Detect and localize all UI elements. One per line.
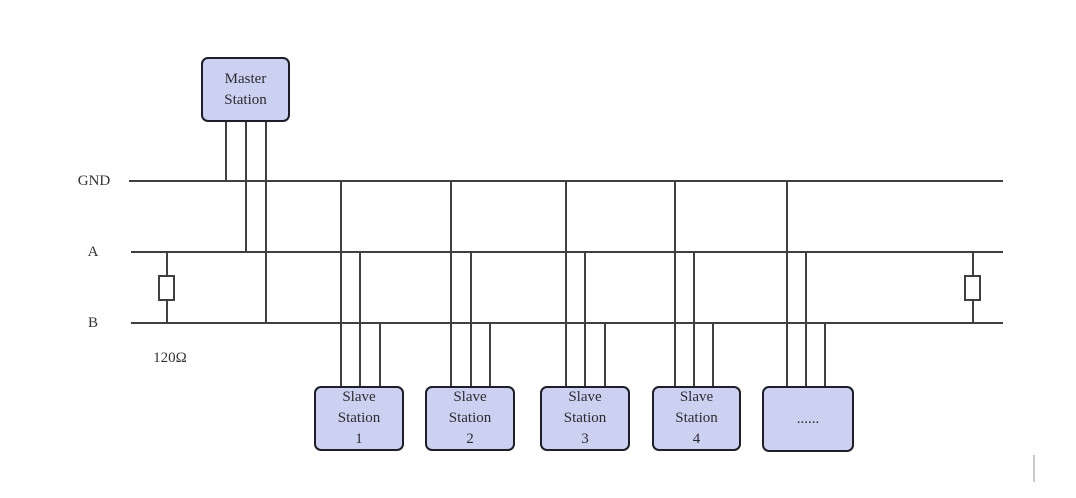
slave1-gnd-pin-wire — [340, 181, 342, 386]
slave-more-a-pin-wire — [805, 252, 807, 386]
a-bus-label: A — [87, 244, 99, 260]
slave1-b-pin-wire — [379, 323, 381, 386]
slave1-a-pin-wire — [359, 252, 361, 386]
right-termination-resistor — [964, 275, 981, 301]
slave2-gnd-pin-wire — [450, 181, 452, 386]
master-gnd-pin-wire — [225, 120, 227, 181]
b-bus-line — [131, 322, 1003, 324]
left-resistor-label: 120Ω — [153, 350, 187, 366]
slave2-a-pin-wire — [470, 252, 472, 386]
slave2-b-pin-wire — [489, 323, 491, 386]
slave-station-1-box: Slave Station 1 — [314, 386, 404, 451]
slave-station-3-box: Slave Station 3 — [540, 386, 630, 451]
slave4-a-pin-wire — [693, 252, 695, 386]
master-b-pin-wire — [265, 120, 267, 323]
slave3-gnd-pin-wire — [565, 181, 567, 386]
slave-station-2-box: Slave Station 2 — [425, 386, 515, 451]
master-station-label: Master Station — [224, 70, 267, 108]
slave-station-4-label: Slave Station 4 — [675, 389, 718, 447]
slave-station-more-box: ...... — [762, 386, 854, 452]
a-bus-line — [131, 251, 1003, 253]
slave-station-3-label: Slave Station 3 — [563, 389, 607, 447]
edge-artifact-line — [1033, 455, 1035, 482]
slave-station-more-label: ...... — [796, 410, 820, 427]
left-termination-resistor — [158, 275, 175, 301]
master-a-pin-wire — [245, 120, 247, 252]
slave-station-2-label: Slave Station 2 — [448, 389, 492, 447]
slave3-a-pin-wire — [584, 252, 586, 386]
master-station-box: Master Station — [201, 57, 290, 122]
gnd-bus-label: GND — [77, 173, 111, 189]
slave-more-b-pin-wire — [824, 323, 826, 386]
slave4-b-pin-wire — [712, 323, 714, 386]
slave-station-4-box: Slave Station 4 — [652, 386, 741, 451]
slave-station-1-label: Slave Station 1 — [337, 389, 381, 447]
slave3-b-pin-wire — [604, 323, 606, 386]
slave-more-gnd-pin-wire — [786, 181, 788, 386]
slave4-gnd-pin-wire — [674, 181, 676, 386]
b-bus-label: B — [87, 315, 98, 331]
